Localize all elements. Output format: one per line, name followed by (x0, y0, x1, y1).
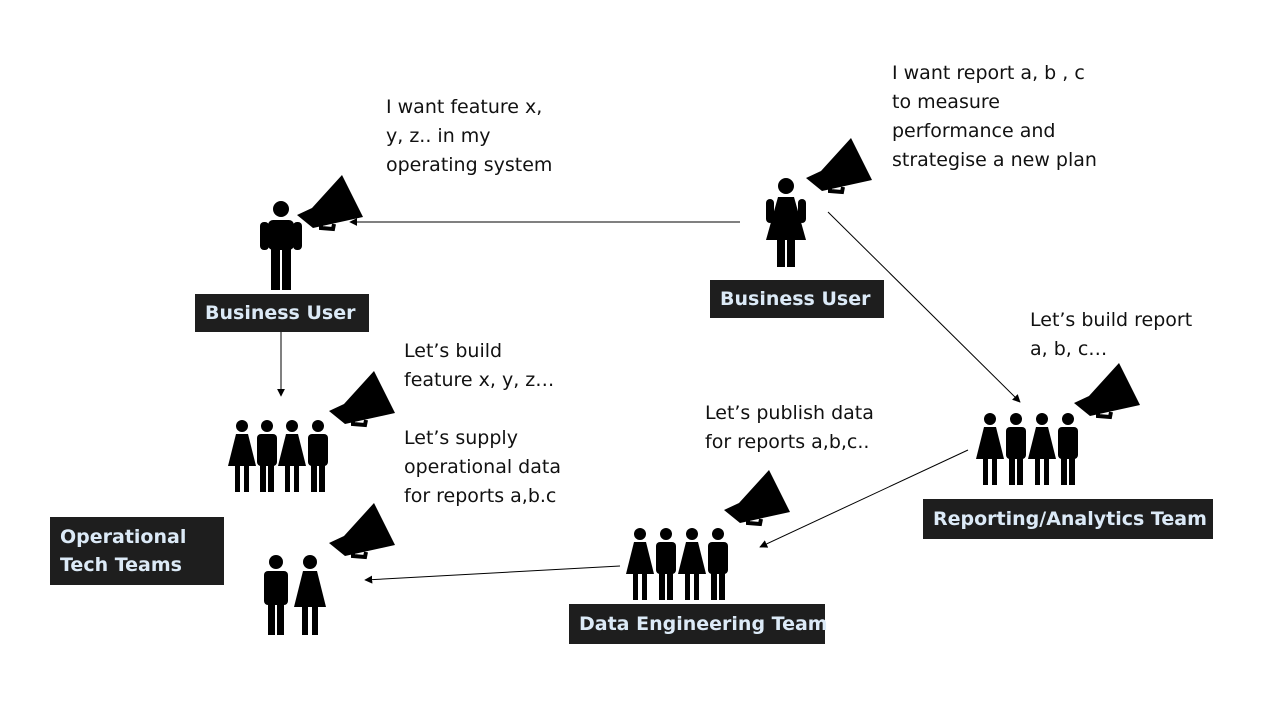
megaphone-icon (297, 175, 363, 232)
person-icon (766, 178, 806, 267)
megaphone-icon (329, 503, 395, 560)
team-icon (228, 420, 328, 492)
arrow-right-user-to-reporting-team (827, 211, 1021, 403)
megaphone-icon (1074, 363, 1140, 420)
team-icon (264, 555, 326, 635)
team-icon (626, 528, 728, 600)
label-business-user-right: Business User (710, 280, 884, 318)
speech-publish-data: Let’s publish data for reports a,b,c.. (705, 402, 874, 453)
megaphone-icon (329, 371, 395, 428)
arrow-reporting-to-data-engineering (759, 449, 969, 548)
label-reporting-analytics-team: Reporting/Analytics Team (923, 499, 1213, 539)
speech-build-feature: Let’s build feature x, y, z… (404, 340, 555, 391)
label-data-engineering-team: Data Engineering Team (569, 604, 828, 644)
speech-build-report: Let’s build report a, b, c… (1030, 309, 1193, 360)
team-icon (976, 413, 1078, 485)
label-operational-tech-teams: Operational Tech Teams (50, 517, 224, 585)
speech-business-user-left: I want feature x, y, z.. in my operating… (386, 96, 553, 176)
megaphone-icon (724, 470, 790, 527)
speech-supply-data: Let’s supply operational data for report… (404, 427, 561, 507)
person-icon (260, 201, 302, 290)
megaphone-icon (806, 138, 872, 195)
arrow-data-engineering-to-operational-pair (364, 565, 621, 584)
speech-business-user-right: I want report a, b , c to measure perfor… (892, 62, 1097, 171)
label-business-user-left: Business User (195, 294, 369, 332)
